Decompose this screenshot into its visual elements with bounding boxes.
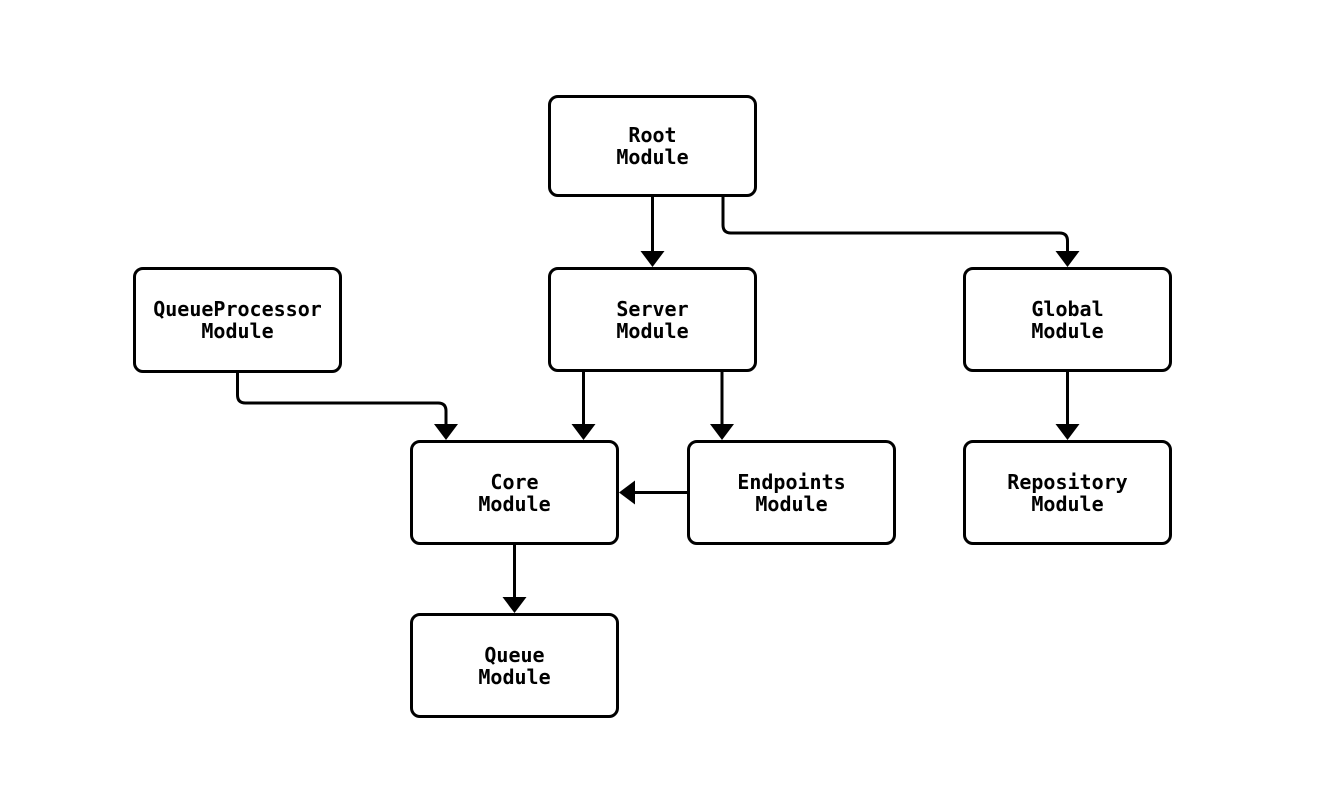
node-label-line: Module xyxy=(1031,491,1104,516)
node-label-line: Module xyxy=(1031,318,1104,343)
edge-arrowhead xyxy=(1055,251,1080,267)
edge-server-to-core xyxy=(571,372,596,440)
node-label-line: Queue xyxy=(484,642,545,667)
node-label-line: Server xyxy=(616,296,689,321)
edge-arrowhead xyxy=(571,424,596,440)
edge-global-to-repository xyxy=(1055,372,1080,440)
edge-arrowhead xyxy=(502,597,527,613)
node-label-line: Core xyxy=(490,469,539,494)
edge-core-to-queue xyxy=(502,545,527,613)
node-label-line: Module xyxy=(616,145,689,169)
edge-line xyxy=(236,372,448,425)
node-label-line: Module xyxy=(755,491,828,516)
node-label-line: Module xyxy=(478,491,551,516)
node-label-line: Module xyxy=(201,319,274,343)
edge-arrowhead xyxy=(640,251,665,267)
edge-root-to-server xyxy=(640,197,665,267)
node-label-line: Root xyxy=(628,123,677,147)
edge-queueprocessor-to-core xyxy=(236,372,458,440)
edge-endpoints-to-core xyxy=(619,480,687,505)
node-label-line: Endpoints xyxy=(737,469,846,494)
edge-arrowhead xyxy=(1055,424,1080,440)
edge-root-to-global xyxy=(721,197,1080,267)
edge-arrowhead xyxy=(619,480,635,505)
node-label-line: QueueProcessor xyxy=(153,297,322,321)
edge-server-to-endpoints xyxy=(710,372,734,440)
node-label-line: Global xyxy=(1031,296,1104,321)
edge-line xyxy=(721,197,1069,252)
node-label-line: Module xyxy=(478,664,551,689)
edge-arrowhead xyxy=(434,424,458,440)
node-label-line: Repository xyxy=(1007,469,1128,494)
node-label-line: Module xyxy=(616,318,689,343)
edge-arrowhead xyxy=(710,424,734,440)
